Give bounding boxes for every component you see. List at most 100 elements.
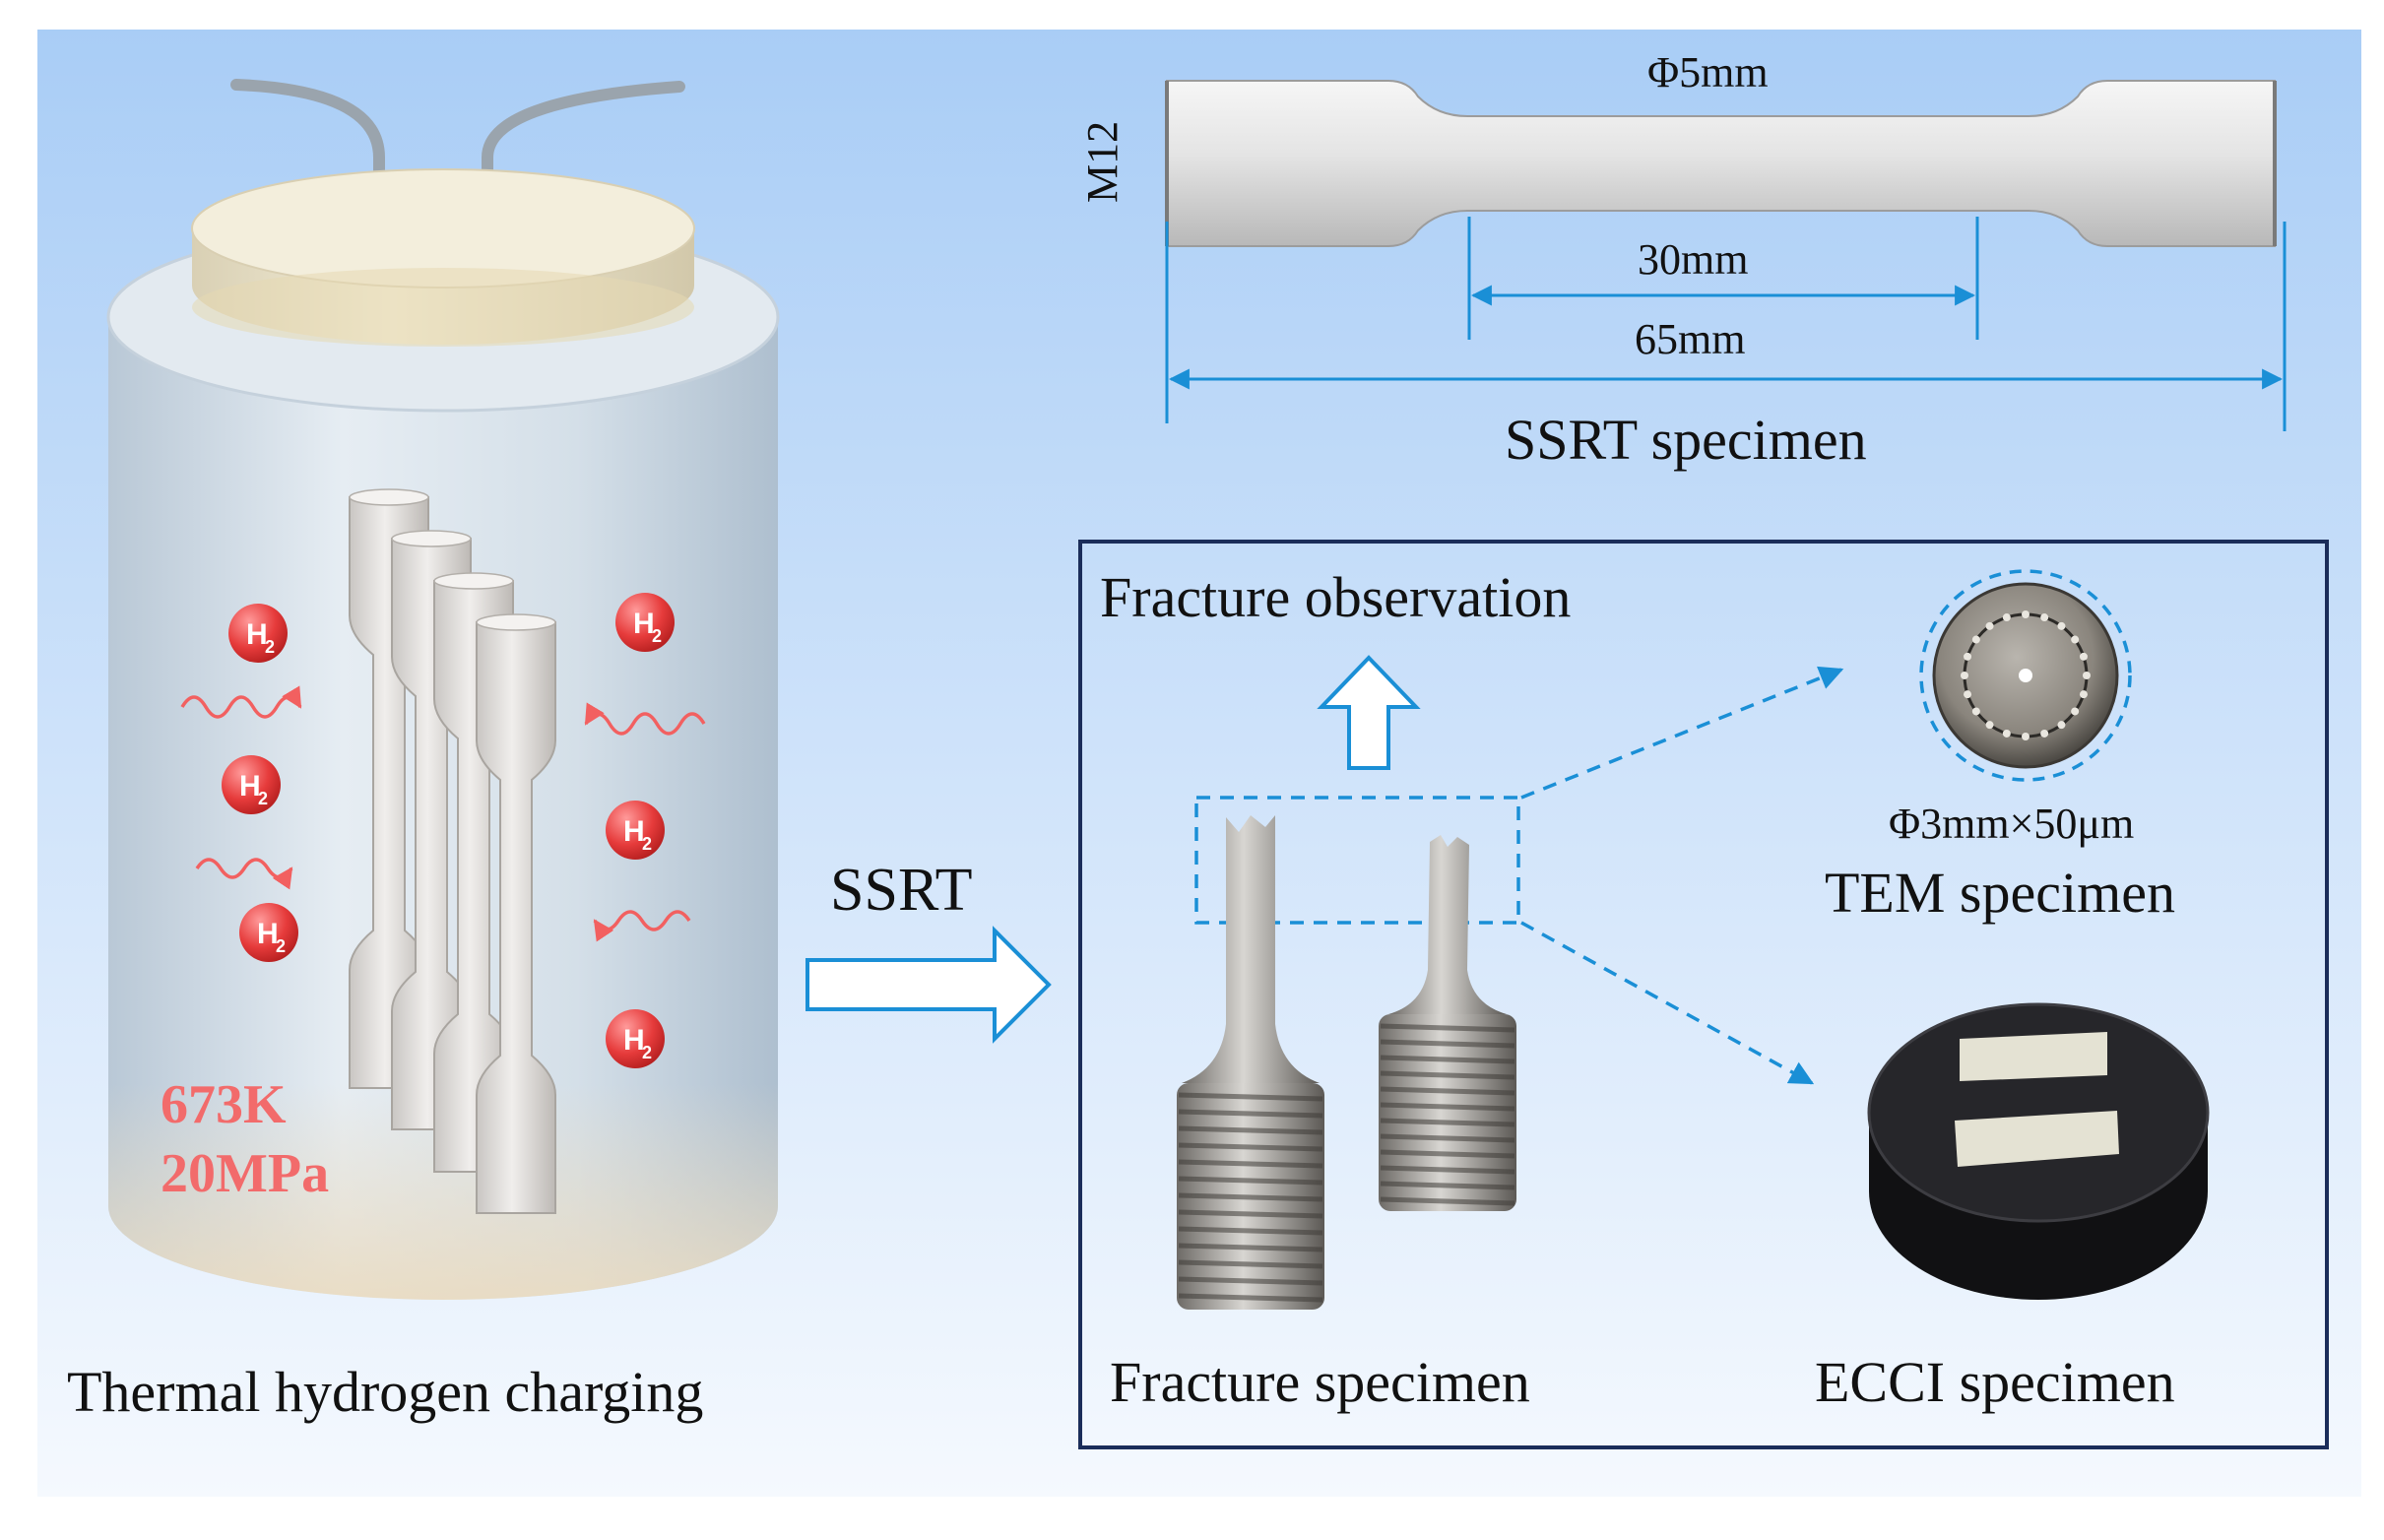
h2-symbol: H — [246, 618, 268, 651]
h2-subscript: 2 — [652, 626, 662, 646]
hydrogen-molecule-icon: H2 — [615, 593, 675, 652]
tem-ring-bead — [1971, 635, 1980, 644]
tem-ring-bead — [1964, 652, 1972, 661]
wavy-arrow-icon — [593, 910, 691, 942]
thread-line — [1178, 1226, 1323, 1236]
tem-ring-bead — [1961, 672, 1968, 679]
thread-line — [1380, 1181, 1515, 1190]
bolt-shaft — [1182, 815, 1320, 1083]
bolt-shaft — [1388, 835, 1507, 1014]
tem-dashed-ring — [1919, 569, 2132, 782]
dashed-arrow-icon — [1520, 666, 1844, 800]
dashed-arrow-icon — [1520, 921, 1815, 1085]
tem-size-label: Φ3mm×50μm — [1889, 800, 2135, 848]
bolt-thread — [1379, 1014, 1516, 1211]
ssrt-specimen-caption: SSRT specimen — [1505, 408, 1867, 472]
charged-specimens — [349, 488, 556, 1214]
hydrogen-molecule-icon: H2 — [228, 604, 288, 663]
tem-ring-bead — [1964, 690, 1972, 699]
gas-tube-left — [230, 79, 385, 234]
vessel-bottom-tint — [108, 1083, 778, 1300]
fracture-specimen-right — [1379, 835, 1516, 1211]
gas-tube-right — [482, 81, 685, 234]
tem-ring-bead — [2002, 729, 2011, 738]
hydrogen-molecule-icon: H2 — [222, 755, 281, 814]
tem-ring-bead — [1985, 721, 1994, 730]
charged-specimen — [476, 613, 556, 1214]
hydrogen-molecule-icon: H2 — [606, 801, 665, 860]
ecci-disc-top — [1867, 1002, 2210, 1223]
tem-ring-bead — [2022, 733, 2030, 740]
thread-line — [1178, 1276, 1323, 1286]
hydrogen-molecule-icon: H2 — [606, 1009, 665, 1068]
hydrogen-diffusion-arrows — [180, 685, 706, 942]
h2-symbol: H — [623, 1024, 645, 1057]
ecci-specimen — [1867, 1002, 2210, 1300]
thread-line — [1380, 1055, 1515, 1064]
ssrt-diameter-label: Φ5mm — [1647, 48, 1769, 96]
thread-line — [1178, 1209, 1323, 1219]
tem-specimen — [1919, 569, 2132, 782]
tem-ring-bead — [2040, 613, 2049, 622]
charging-pressure: 20MPa — [161, 1143, 330, 1204]
wavy-arrow-icon — [195, 858, 293, 890]
thread-line — [1380, 1165, 1515, 1175]
analysis-frame — [1078, 540, 2329, 1449]
tem-ring-bead — [2083, 672, 2091, 679]
bolt-thread-lines — [1178, 1023, 1515, 1303]
charging-temperature: 673K — [161, 1074, 287, 1135]
thread-line — [1178, 1092, 1323, 1102]
ecci-sample-strip — [1960, 1032, 2107, 1081]
tem-ring-bead — [2057, 721, 2066, 730]
thread-line — [1380, 1196, 1515, 1206]
ssrt-hollow-arrow-icon — [805, 926, 1052, 1044]
specimen-outline — [476, 621, 556, 1214]
tem-ring-bead — [2002, 613, 2011, 622]
vessel-lid-shadow — [192, 268, 694, 347]
thread-line — [1178, 1109, 1323, 1119]
charging-caption: Thermal hydrogen charging — [67, 1360, 704, 1424]
thread-line — [1178, 1159, 1323, 1169]
process-label: SSRT — [830, 857, 973, 924]
thread-line — [1178, 1293, 1323, 1303]
h2-symbol: H — [257, 918, 279, 950]
tem-perforation — [2019, 669, 2032, 682]
thread-line — [1178, 1142, 1323, 1152]
thread-line — [1178, 1259, 1323, 1269]
fracture-specimen-caption: Fracture specimen — [1110, 1350, 1530, 1414]
specimen-top — [391, 530, 472, 547]
h2-symbol: H — [239, 770, 261, 802]
fracture-observation-label: Fracture observation — [1100, 565, 1572, 629]
thread-line — [1178, 1192, 1323, 1202]
tem-ring-bead — [1985, 621, 1994, 630]
h2-subscript: 2 — [265, 637, 275, 657]
ecci-sample-strip — [1955, 1111, 2119, 1167]
ecci-specimen-caption: ECCI specimen — [1815, 1350, 2175, 1414]
wavy-arrow-icon — [180, 685, 302, 719]
tem-ring-bead — [2022, 610, 2030, 618]
thread-line — [1380, 1102, 1515, 1112]
hydrogen-molecule-icon: H2 — [239, 903, 298, 962]
tem-ring-bead — [2079, 690, 2088, 699]
thread-line — [1380, 1070, 1515, 1080]
ssrt-total-length-label: 65mm — [1635, 315, 1746, 363]
specimen-top — [349, 488, 429, 506]
h2-subscript: 2 — [642, 834, 652, 854]
h2-symbol: H — [623, 815, 645, 848]
thread-line — [1380, 1023, 1515, 1033]
specimen-top — [433, 572, 514, 590]
ssrt-specimen-drawing — [1165, 80, 2287, 431]
h2-subscript: 2 — [642, 1043, 652, 1062]
thread-line — [1380, 1149, 1515, 1159]
tem-ring-bead — [1971, 707, 1980, 716]
tem-ring-bead — [2071, 707, 2080, 716]
thread-line — [1380, 1039, 1515, 1049]
wavy-arrow-icon — [584, 702, 706, 736]
h2-symbol: H — [633, 608, 655, 640]
thread-line — [1380, 1118, 1515, 1127]
ssrt-gauge-length-label: 30mm — [1638, 235, 1749, 284]
tem-ring-bead — [2057, 621, 2066, 630]
